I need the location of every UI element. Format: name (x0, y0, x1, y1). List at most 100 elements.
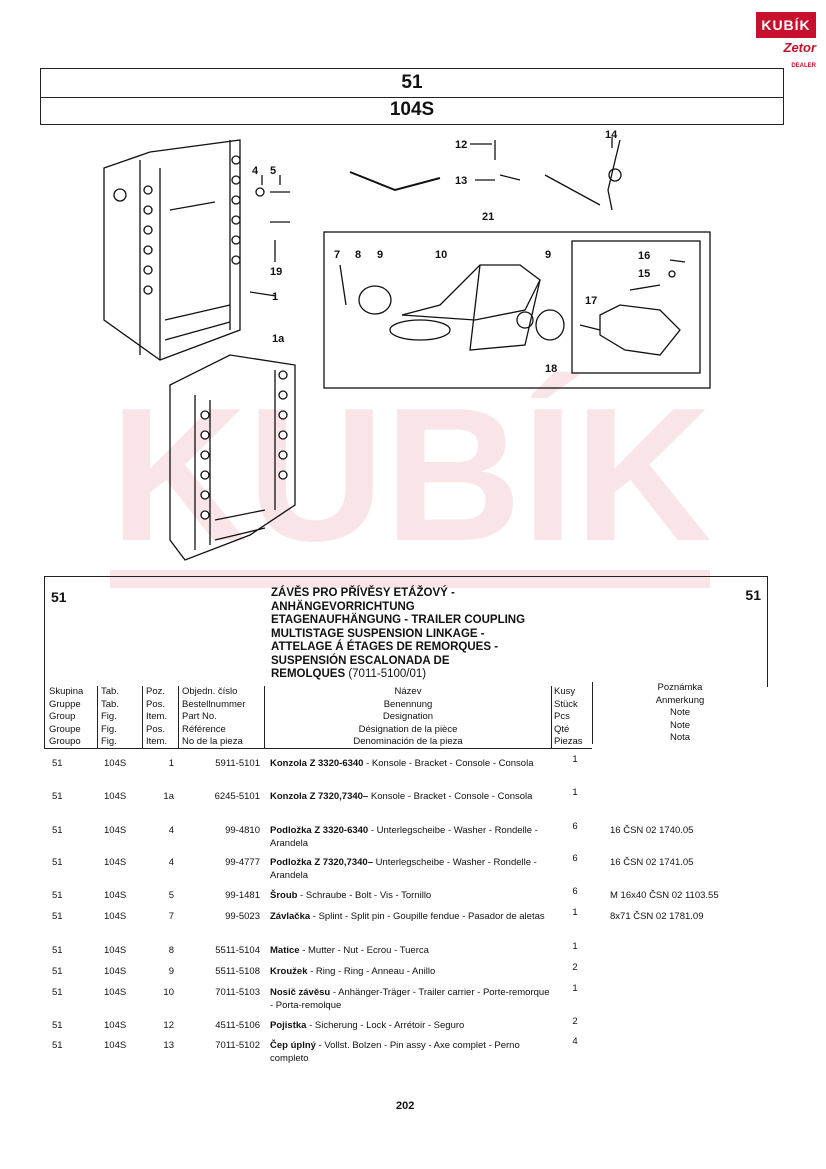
row-note: M 16x40 ČSN 02 1103.55 (610, 890, 719, 901)
logo-kubik: KUBÍK (756, 12, 816, 38)
row-figure: 104S (104, 758, 127, 769)
callout-8: 8 (355, 249, 361, 261)
row-group: 51 (52, 791, 63, 802)
callout-1: 1 (272, 291, 278, 303)
callout-1a: 1a (272, 333, 285, 345)
callout-10: 10 (435, 249, 447, 261)
row-description: Nosič závěsu - Anhänger-Träger - Trailer… (270, 987, 550, 1011)
row-part-number: 5511-5108 (215, 966, 260, 977)
row-description: Podložka Z 3320-6340 - Unterlegscheibe -… (270, 825, 538, 849)
callout-14: 14 (605, 129, 618, 141)
row-part-number: 99-4810 (225, 825, 260, 836)
row-group: 51 (52, 966, 63, 977)
callout-19: 19 (270, 266, 282, 278)
row-group: 51 (52, 987, 63, 998)
col-tab: Tab.Tab.Fig.Fig.Fig. (97, 686, 141, 748)
row-quantity: 2 (572, 1016, 578, 1027)
callout-16: 16 (638, 250, 650, 262)
row-position: 5 (168, 890, 174, 901)
callout-18: 18 (545, 363, 557, 375)
row-part-number: 99-1481 (225, 890, 260, 901)
row-description: Šroub - Schraube - Bolt - Vis - Tornillo (270, 890, 432, 901)
row-part-number: 5511-5104 (215, 945, 260, 956)
row-figure: 104S (104, 945, 127, 956)
row-position: 7 (168, 911, 174, 922)
section-group-left: 51 (51, 589, 67, 605)
row-part-number: 7011-5102 (215, 1040, 260, 1051)
row-description: Matice - Mutter - Nut - Ecrou - Tuerca (270, 945, 429, 956)
row-part-number: 7011-5103 (215, 987, 260, 998)
exploded-parts-diagram: 12 13 14 4 5 19 1 1a 21 7 8 9 10 9 16 15… (103, 129, 711, 561)
row-position: 9 (168, 966, 174, 977)
section-title: ZÁVĚS PRO PŘÍVĚSY ETÁŽOVÝ - ANHÄNGEVORRI… (271, 587, 526, 680)
row-group: 51 (52, 758, 63, 769)
row-position: 13 (163, 1040, 174, 1051)
row-part-number: 4511-5106 (215, 1020, 260, 1031)
callout-9: 9 (377, 249, 383, 261)
row-description: Čep úplný - Vollst. Bolzen - Pin assy - … (270, 1040, 520, 1064)
row-figure: 104S (104, 1040, 127, 1051)
row-position: 4 (168, 825, 174, 836)
callout-5: 5 (270, 165, 276, 177)
row-group: 51 (52, 1020, 63, 1031)
row-quantity: 1 (572, 941, 578, 952)
row-figure: 104S (104, 857, 127, 868)
row-position: 10 (163, 987, 174, 998)
row-group: 51 (52, 890, 63, 901)
row-quantity: 4 (572, 1036, 578, 1047)
row-description: Pojistka - Sicherung - Lock - Arrétoir -… (270, 1020, 465, 1031)
row-part-number: 5911-5101 (215, 758, 260, 769)
row-quantity: 1 (572, 787, 578, 798)
row-group: 51 (52, 857, 63, 868)
col-pos: Poz.Pos.Item.Pos.Item. (142, 686, 178, 748)
section-header-box: 51 51 ZÁVĚS PRO PŘÍVĚSY ETÁŽOVÝ - ANHÄNG… (44, 576, 768, 687)
callout-4: 4 (252, 165, 259, 177)
logo-zetor: Zetor DEALER (783, 40, 817, 69)
row-position: 1 (168, 758, 174, 769)
row-quantity: 6 (572, 821, 578, 832)
callout-13: 13 (455, 175, 467, 187)
row-part-number: 99-4777 (225, 857, 260, 868)
row-quantity: 1 (572, 907, 578, 918)
row-figure: 104S (104, 791, 127, 802)
row-description: Kroužek - Ring - Ring - Anneau - Anillo (270, 966, 436, 977)
row-quantity: 1 (572, 983, 578, 994)
page-number: 202 (396, 1100, 415, 1112)
row-quantity: 6 (572, 853, 578, 864)
row-description: Konzola Z 7320,7340– Konsole - Bracket -… (270, 791, 533, 802)
row-group: 51 (52, 945, 63, 956)
section-group-right: 51 (745, 587, 761, 603)
row-figure: 104S (104, 966, 127, 977)
row-position: 1a (163, 791, 174, 802)
row-group: 51 (52, 825, 63, 836)
row-part-number: 6245-5101 (214, 791, 260, 802)
row-description: Závlačka - Splint - Split pin - Goupille… (270, 911, 545, 922)
row-description: Podložka Z 7320,7340– Unterlegscheibe - … (270, 857, 537, 881)
row-group: 51 (52, 911, 63, 922)
row-position: 12 (163, 1020, 174, 1031)
row-figure: 104S (104, 911, 127, 922)
callout-7: 7 (334, 249, 340, 261)
row-note: 16 ČSN 02 1740.05 (610, 825, 694, 836)
row-figure: 104S (104, 825, 127, 836)
callout-12: 12 (455, 139, 467, 151)
callout-9b: 9 (545, 249, 551, 261)
callout-17: 17 (585, 295, 597, 307)
row-quantity: 1 (572, 754, 578, 765)
row-note: 8x71 ČSN 02 1781.09 (610, 911, 704, 922)
row-figure: 104S (104, 890, 127, 901)
row-group: 51 (52, 1040, 63, 1051)
callout-21: 21 (482, 211, 494, 223)
row-description: Konzola Z 3320-6340 - Konsole - Bracket … (270, 758, 534, 769)
header-divider (44, 748, 592, 749)
group-header: 51 (40, 68, 784, 98)
brand-logo: KUBÍK Zetor DEALER (756, 12, 816, 69)
figure-header: 104S (40, 96, 784, 125)
row-figure: 104S (104, 1020, 127, 1031)
row-part-number: 99-5023 (225, 911, 260, 922)
row-figure: 104S (104, 987, 127, 998)
callout-15: 15 (638, 268, 650, 280)
